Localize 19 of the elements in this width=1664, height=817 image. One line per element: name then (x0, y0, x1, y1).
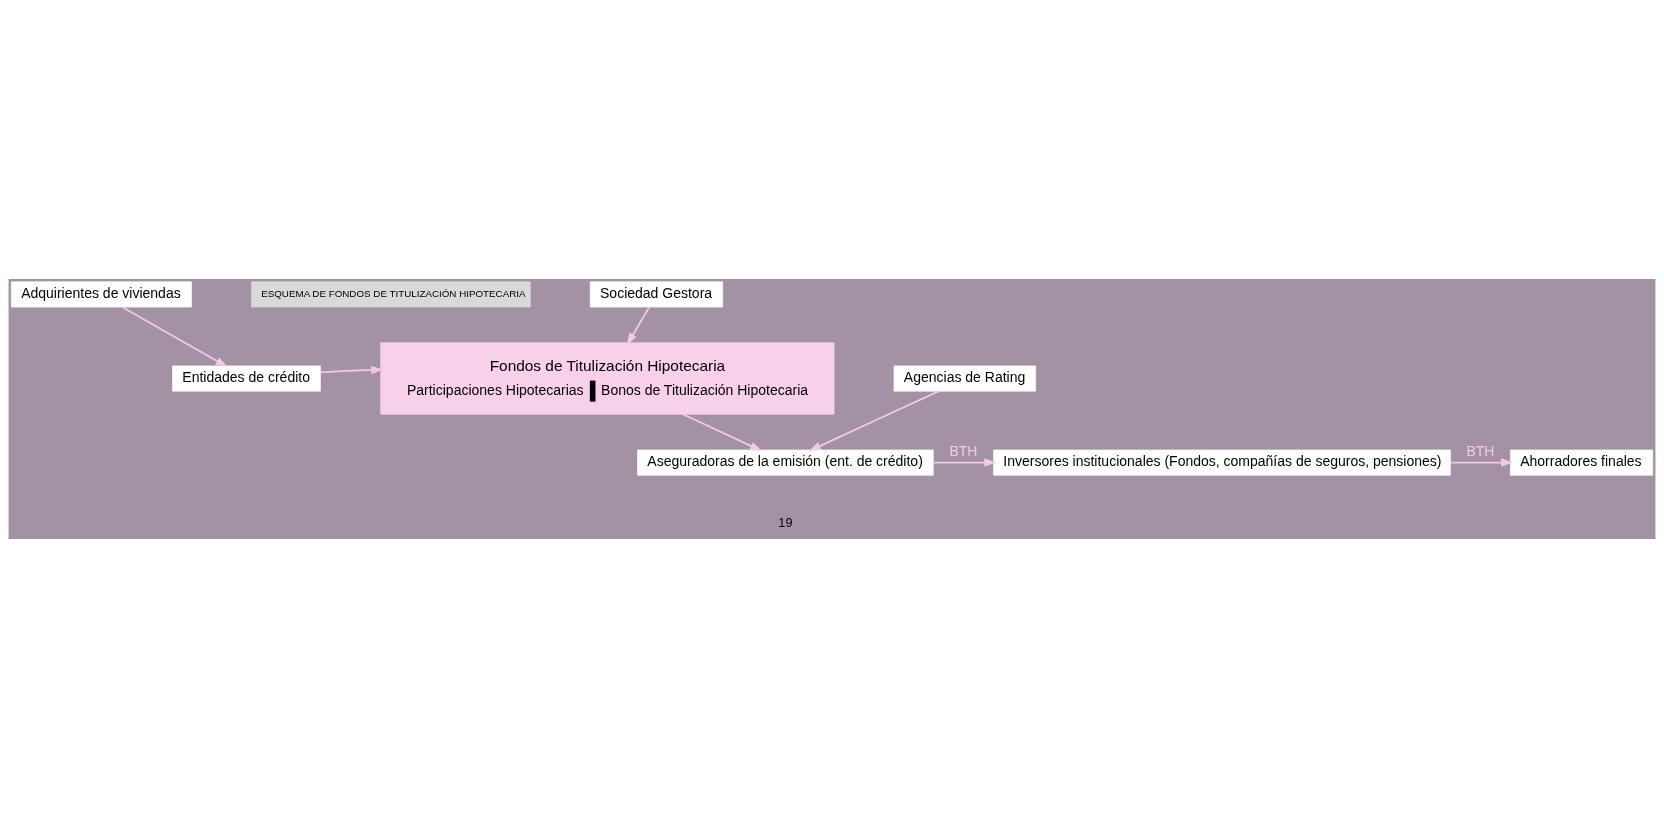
node-box: Entidades de crédito (172, 365, 321, 391)
arrow (319, 365, 384, 374)
node-box: Aseguradoras de la emisión (ent. de crédito) (637, 449, 934, 476)
node-box: Fondos de Titulización Hipotecaria Participaciones Hipotecarias Bonos de Titulización Hipotecaria (380, 341, 835, 415)
node-box: Agencias de Rating (893, 365, 1036, 391)
arrow (932, 457, 997, 467)
arrow (121, 305, 228, 367)
edge-label: BTH (1466, 442, 1495, 459)
node-box: Adquirientes de viviendas (11, 280, 192, 307)
node-box: Ahorradores finales (1510, 449, 1653, 476)
arrow (626, 305, 651, 345)
node-box: ESQUEMA DE FONDOS DE TITULIZACIÓN HIPOTECARIA (251, 280, 531, 307)
node-box: Sociedad Gestora (589, 280, 723, 307)
arrow (682, 412, 762, 451)
edge-label: BTH (949, 442, 978, 459)
label: 19 (778, 515, 793, 530)
arrow (808, 389, 940, 451)
node-box: Inversores institucionales (Fondos, compañías de seguros, pensiones) (993, 449, 1451, 476)
arrow (1449, 457, 1513, 467)
